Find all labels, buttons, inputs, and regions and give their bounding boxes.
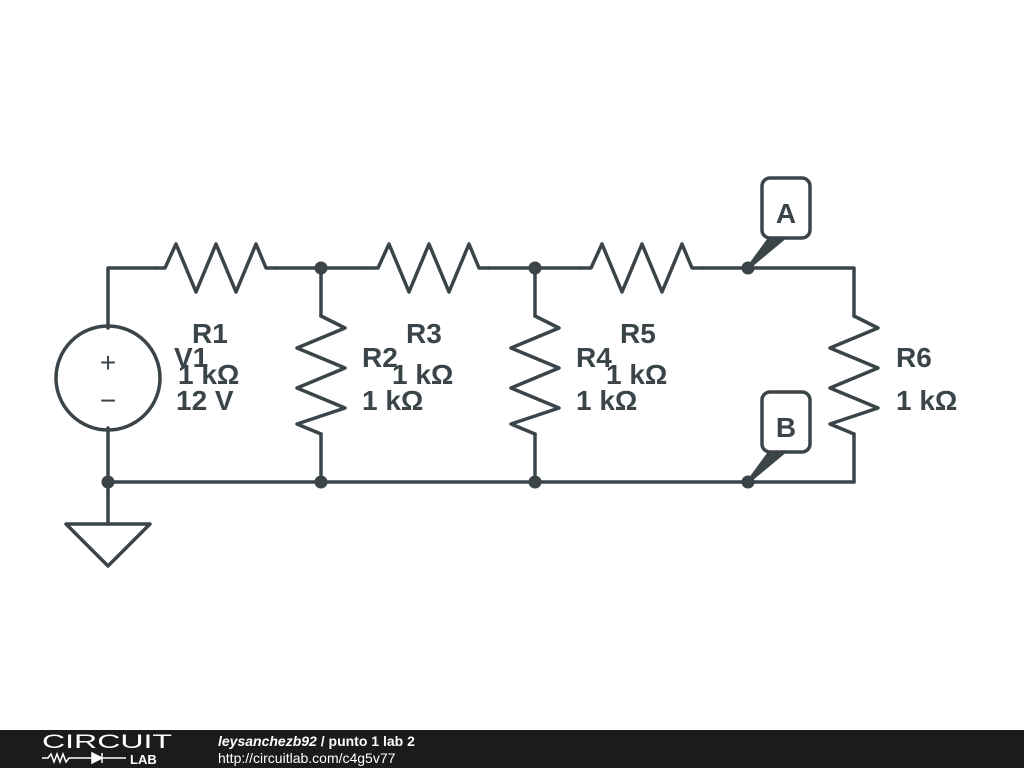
author-title-separator: / [316,733,329,749]
r2-value: 1 kΩ [362,385,423,416]
v1-value: 12 V [176,385,234,416]
logo-diode-icon [91,751,126,765]
r3-name: R3 [406,318,442,349]
junction-dot [528,475,542,489]
footer-credit: leysanchezb92 / punto 1 lab 2 [218,733,415,749]
logo-top-text: CIRCUIT [42,733,173,753]
resistor-r1 [153,242,278,294]
logo-bottom-text: LAB [130,752,157,765]
source-minus-symbol: − [100,385,116,416]
r6-name: R6 [896,342,932,373]
r1-value: 1 kΩ [178,359,239,390]
r4-name: R4 [576,342,612,373]
resistor-r4 [509,314,561,436]
node-a-flag [760,176,812,240]
resistor-r5 [579,242,704,294]
node-a-label: A [776,198,796,229]
logo-resistor-icon [42,751,92,765]
resistor-r6 [828,314,880,436]
node-b-flag [760,390,812,454]
wire-top-left [106,266,157,330]
v1-name: V1 [174,342,208,373]
junction-dot [314,261,328,275]
r5-name: R5 [620,318,656,349]
node-b-flag-pointer [746,450,786,484]
r1-name: R1 [192,318,228,349]
circuit-schematic: + − A B R1 1 kΩ V1 12 V R2 1 kΩ R3 1 kΩ … [54,176,957,568]
r4-value: 1 kΩ [576,385,637,416]
wire-top-r5-r6 [700,266,856,318]
r2-name: R2 [362,342,398,373]
node-a-flag-pointer [746,236,786,270]
circuitlab-logo[interactable]: CIRCUIT LAB [42,733,176,765]
source-plus-symbol: + [100,347,116,378]
r3-value: 1 kΩ [392,359,453,390]
wire-bottom-rail [106,426,856,484]
circuit-url-link[interactable]: http://circuitlab.com/c4g5v77 [218,750,396,766]
voltage-source-v1 [54,324,162,432]
resistor-r2 [295,314,347,436]
footer-bar: CIRCUIT LAB leysanchezb92 / punto 1 lab … [0,730,1024,768]
r6-value: 1 kΩ [896,385,957,416]
circuit-title[interactable]: punto 1 lab 2 [328,733,415,749]
resistor-r3 [366,242,491,294]
node-b-label: B [776,412,796,443]
r5-value: 1 kΩ [606,359,667,390]
junction-dot [101,475,115,489]
ground-icon [64,522,152,568]
author-link[interactable]: leysanchezb92 [218,733,317,749]
junction-dot [314,475,328,489]
junction-dot [528,261,542,275]
